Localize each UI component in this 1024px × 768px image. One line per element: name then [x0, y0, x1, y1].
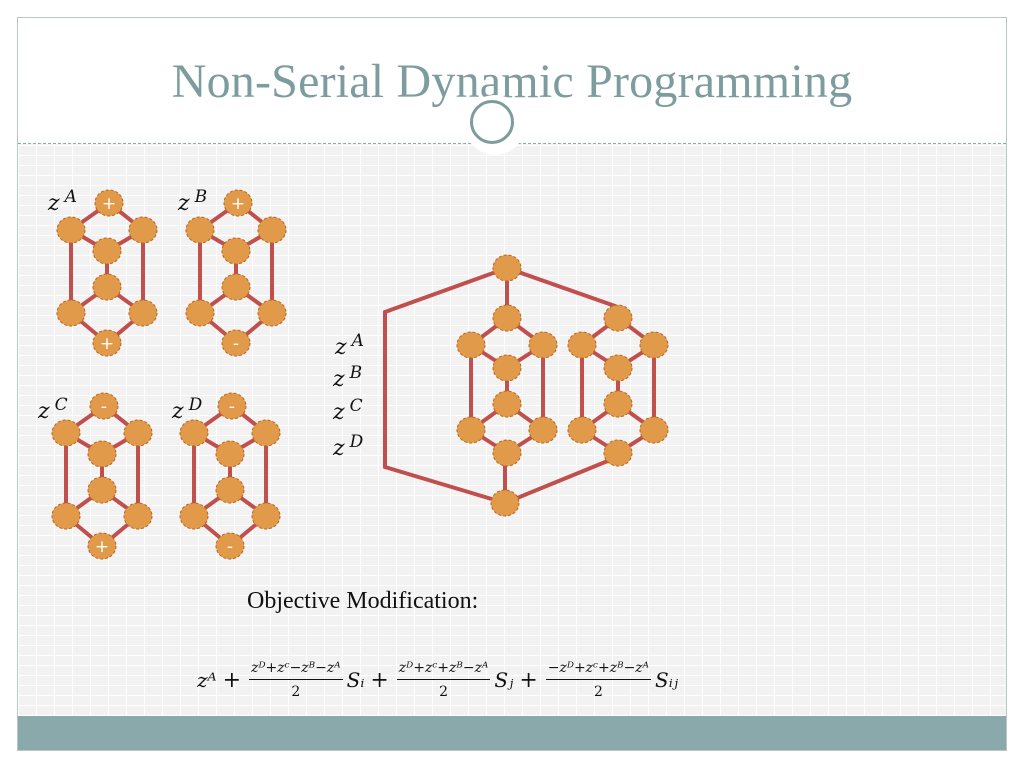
formula-fraction-1: zᴰ+zᶜ−zᴮ−zᴬ 2 [249, 660, 343, 700]
combined-ring-left-node [492, 304, 522, 332]
molecule-3-node [179, 502, 209, 530]
molecule-2-bottom-symbol: + [95, 537, 109, 557]
molecule-2-node [123, 502, 153, 530]
molecule-2-node [51, 419, 81, 447]
formula-s-j: Sⱼ [494, 668, 514, 692]
molecule-1-node [221, 237, 251, 265]
fraction-1-numerator: zᴰ+zᶜ−zᴮ−zᴬ [249, 660, 343, 680]
molecule-3-node [215, 476, 245, 504]
combined-ring-right-node [567, 416, 597, 444]
formula-plus-1: + [222, 667, 242, 693]
fraction-3-denominator: 2 [593, 684, 603, 700]
molecule-3-node [251, 419, 281, 447]
formula-plus-2: + [370, 667, 389, 693]
molecule-3-top-symbol: - [229, 397, 235, 417]
fraction-2-numerator: zᴰ+zᶜ+zᴮ−zᴬ [396, 660, 491, 680]
combined-ring-right-node [603, 354, 633, 382]
molecule-1-node [257, 299, 287, 327]
combined-edge [503, 456, 617, 505]
combined-ring-left-node [456, 331, 486, 359]
combined-top-node [492, 254, 522, 282]
molecule-3-node [215, 440, 245, 468]
combined-ring-right-node [567, 331, 597, 359]
molecule-0-bottom-symbol: + [100, 334, 114, 354]
molecule-0-bottom-symbol-node [92, 329, 122, 357]
molecule-0-node [56, 299, 86, 327]
combined-ring-left-node [492, 439, 522, 467]
molecule-0-node [128, 216, 158, 244]
molecule-2-node [87, 476, 117, 504]
combined-edge [505, 266, 617, 308]
molecule-1-bottom-symbol: - [233, 334, 239, 354]
formula-fraction-3: −zᴰ+zᶜ+zᴮ−zᴬ 2 [545, 660, 652, 700]
molecule-1-node [185, 299, 215, 327]
content-background [18, 144, 1006, 716]
molecule-1-top-symbol: + [231, 194, 245, 214]
formula-lead: zᴬ [197, 668, 217, 692]
molecule-2-node [87, 440, 117, 468]
molecule-3-top-symbol-node [217, 392, 247, 420]
combined-ring-right-node [639, 331, 669, 359]
combined-bottom-node [490, 489, 520, 517]
molecule-3-bottom-symbol-node [215, 532, 245, 560]
combined-ring-right-node [603, 439, 633, 467]
molecule-1-node [185, 216, 215, 244]
combined-ring-left-node [456, 416, 486, 444]
molecule-0-top-symbol-node [94, 189, 124, 217]
formula-fraction-2: zᴰ+zᶜ+zᴮ−zᴬ 2 [396, 660, 491, 700]
combined-ring-left-node [492, 390, 522, 418]
molecule-1-top-symbol-node [223, 189, 253, 217]
combined-ring-right-node [603, 304, 633, 332]
combined-ring-right-node [639, 416, 669, 444]
molecule-1-node [257, 216, 287, 244]
molecule-0-node [92, 273, 122, 301]
molecule-3-node [251, 502, 281, 530]
molecule-1-bottom-symbol-node [221, 329, 251, 357]
slide-title: Non-Serial Dynamic Programming [171, 55, 853, 108]
fraction-1-denominator: 2 [291, 684, 301, 700]
molecule-3-node [179, 419, 209, 447]
divider-ring-icon [470, 100, 514, 144]
molecule-2-node [123, 419, 153, 447]
combined-edge [383, 266, 509, 314]
combined-edge [383, 465, 507, 505]
molecule-0-top-symbol: + [102, 194, 116, 214]
molecule-1-node [221, 273, 251, 301]
combined-ring-left-node [528, 331, 558, 359]
molecule-2-bottom-symbol-node [87, 532, 117, 560]
fraction-3-numerator: −zᴰ+zᶜ+zᴮ−zᴬ [545, 660, 652, 680]
combined-ring-left-node [492, 354, 522, 382]
molecule-0-node [128, 299, 158, 327]
molecule-2-top-symbol: - [101, 397, 107, 417]
molecule-0-node [56, 216, 86, 244]
footer-bar [18, 716, 1006, 750]
objective-formula: zᴬ + zᴰ+zᶜ−zᴮ−zᴬ 2 Sᵢ + zᴰ+zᶜ+zᴮ−zᴬ 2 Sⱼ… [197, 650, 678, 710]
molecule-2-node [51, 502, 81, 530]
objective-label: Objective Modification: [247, 588, 479, 614]
combined-ring-right-node [603, 390, 633, 418]
combined-ring-left-node [528, 416, 558, 444]
molecule-3-bottom-symbol: - [227, 537, 233, 557]
formula-s-ij: Sᵢⱼ [655, 668, 679, 692]
fraction-2-denominator: 2 [439, 684, 449, 700]
formula-s-i: Sᵢ [346, 668, 365, 692]
molecule-2-top-symbol-node [89, 392, 119, 420]
formula-plus-3: + [519, 667, 538, 693]
molecule-0-node [92, 237, 122, 265]
